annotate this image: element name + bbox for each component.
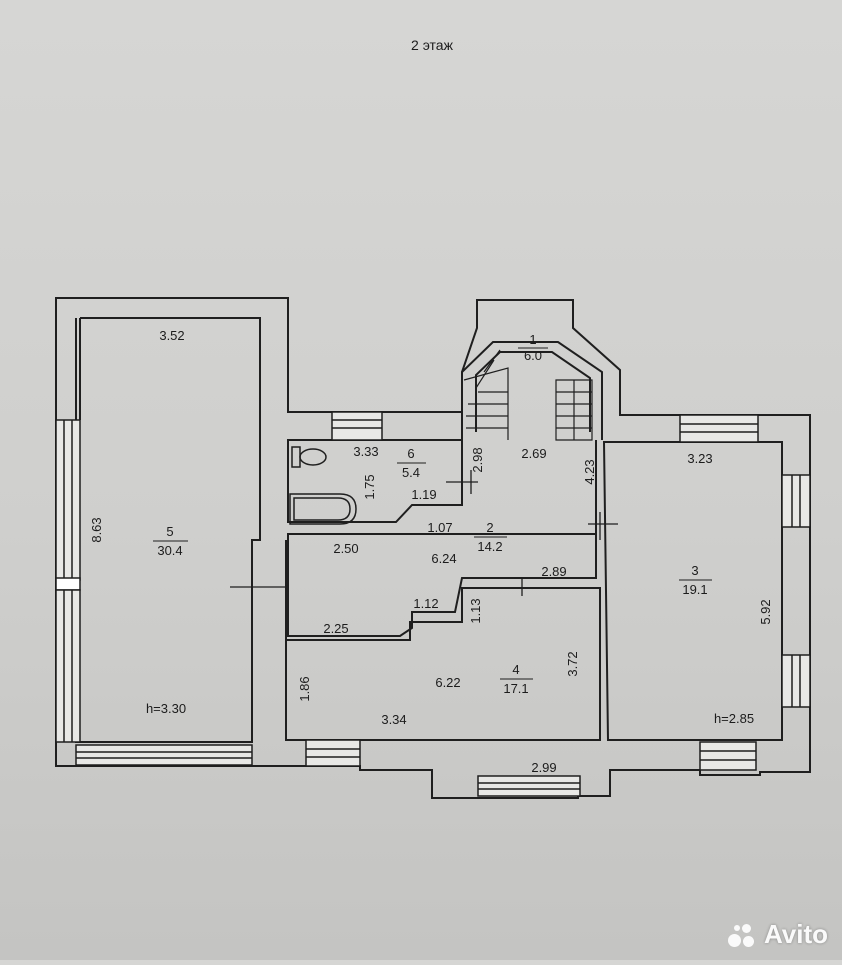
room-5-label: 5 30.4 [153,524,188,558]
dim-1-07: 1.07 [427,520,452,535]
window-bottom-room4-left [305,739,361,767]
dim-1-13: 1.13 [468,598,483,623]
room-5-number: 5 [166,524,173,539]
dim-5-92: 5.92 [758,599,773,624]
ceiling-heights: h=3.30 h=2.85 [146,701,754,726]
room-4-area: 17.1 [503,681,528,696]
room-3-label: 3 19.1 [679,563,712,597]
dim-2-89: 2.89 [541,564,566,579]
dim-6-22: 6.22 [435,675,460,690]
window-left-upper [55,419,81,581]
room-1-label: 1 6.0 [518,332,548,363]
partition-v1 [251,540,287,640]
dim-1-75: 1.75 [362,474,377,499]
walls [55,297,811,799]
room-1-number: 1 [529,332,536,347]
avito-logo-icon [727,922,758,948]
room-2-label: 2 14.2 [474,520,507,554]
dim-3-23: 3.23 [687,451,712,466]
room1-inner [475,351,591,432]
dim-3-72: 3.72 [565,651,580,676]
dim-3-33: 3.33 [353,444,378,459]
room-6-number: 6 [407,446,414,461]
floor-title: 2 этаж [411,37,454,53]
room1-wall [461,341,603,440]
left-wall-inner [55,298,81,420]
height-left: h=3.30 [146,701,186,716]
window-right-lower [781,654,811,708]
door-marks [230,470,618,596]
room-3-number: 3 [691,563,698,578]
staircase [463,349,593,441]
dim-2-25: 2.25 [323,621,348,636]
room-labels: 1 6.0 2 14.2 3 19.1 4 17.1 5 30.4 6 5.4 [153,332,712,696]
dim-4-23: 4.23 [582,459,597,484]
dim-2-50: 2.50 [333,541,358,556]
bathtub-icon [289,493,357,525]
dimension-labels: 3.52 8.63 3.33 1.75 1.19 2.98 2.69 4.23 … [89,328,773,775]
window-left-lower [55,589,81,743]
room-6-label: 6 5.4 [397,446,426,480]
window-right-upper [781,474,811,528]
outer-wall-outline [55,297,811,799]
windows [55,411,811,797]
window-bottom-room3 [699,741,757,771]
dim-3-52: 3.52 [159,328,184,343]
avito-watermark: Avito [727,919,828,950]
avito-brand-text: Avito [763,919,828,949]
dim-8-63: 8.63 [89,517,104,542]
room-4-label: 4 17.1 [500,662,533,696]
dim-1-19: 1.19 [411,487,436,502]
bathroom-fixtures [289,446,357,525]
dim-1-12: 1.12 [413,596,438,611]
window-left-mid [55,577,81,591]
dim-6-24: 6.24 [431,551,456,566]
room-3-area: 19.1 [682,582,707,597]
window-bottom-room4-bay [477,775,581,797]
dim-1-86: 1.86 [297,676,312,701]
toilet-icon [291,446,327,468]
room4-wall [285,587,601,741]
room-4-number: 4 [512,662,519,677]
dim-2-98: 2.98 [470,447,485,472]
room-2-area: 14.2 [477,539,502,554]
room-1-area: 6.0 [524,348,542,363]
room-6-area: 5.4 [402,465,420,480]
room-5-area: 30.4 [157,543,182,558]
height-right: h=2.85 [714,711,754,726]
room-2-number: 2 [486,520,493,535]
dim-2-99: 2.99 [531,760,556,775]
window-bottom-left [75,744,253,766]
window-top-room3 [679,414,759,443]
window-top-room6 [331,411,383,441]
dim-3-34: 3.34 [381,712,406,727]
dim-2-69: 2.69 [521,446,546,461]
